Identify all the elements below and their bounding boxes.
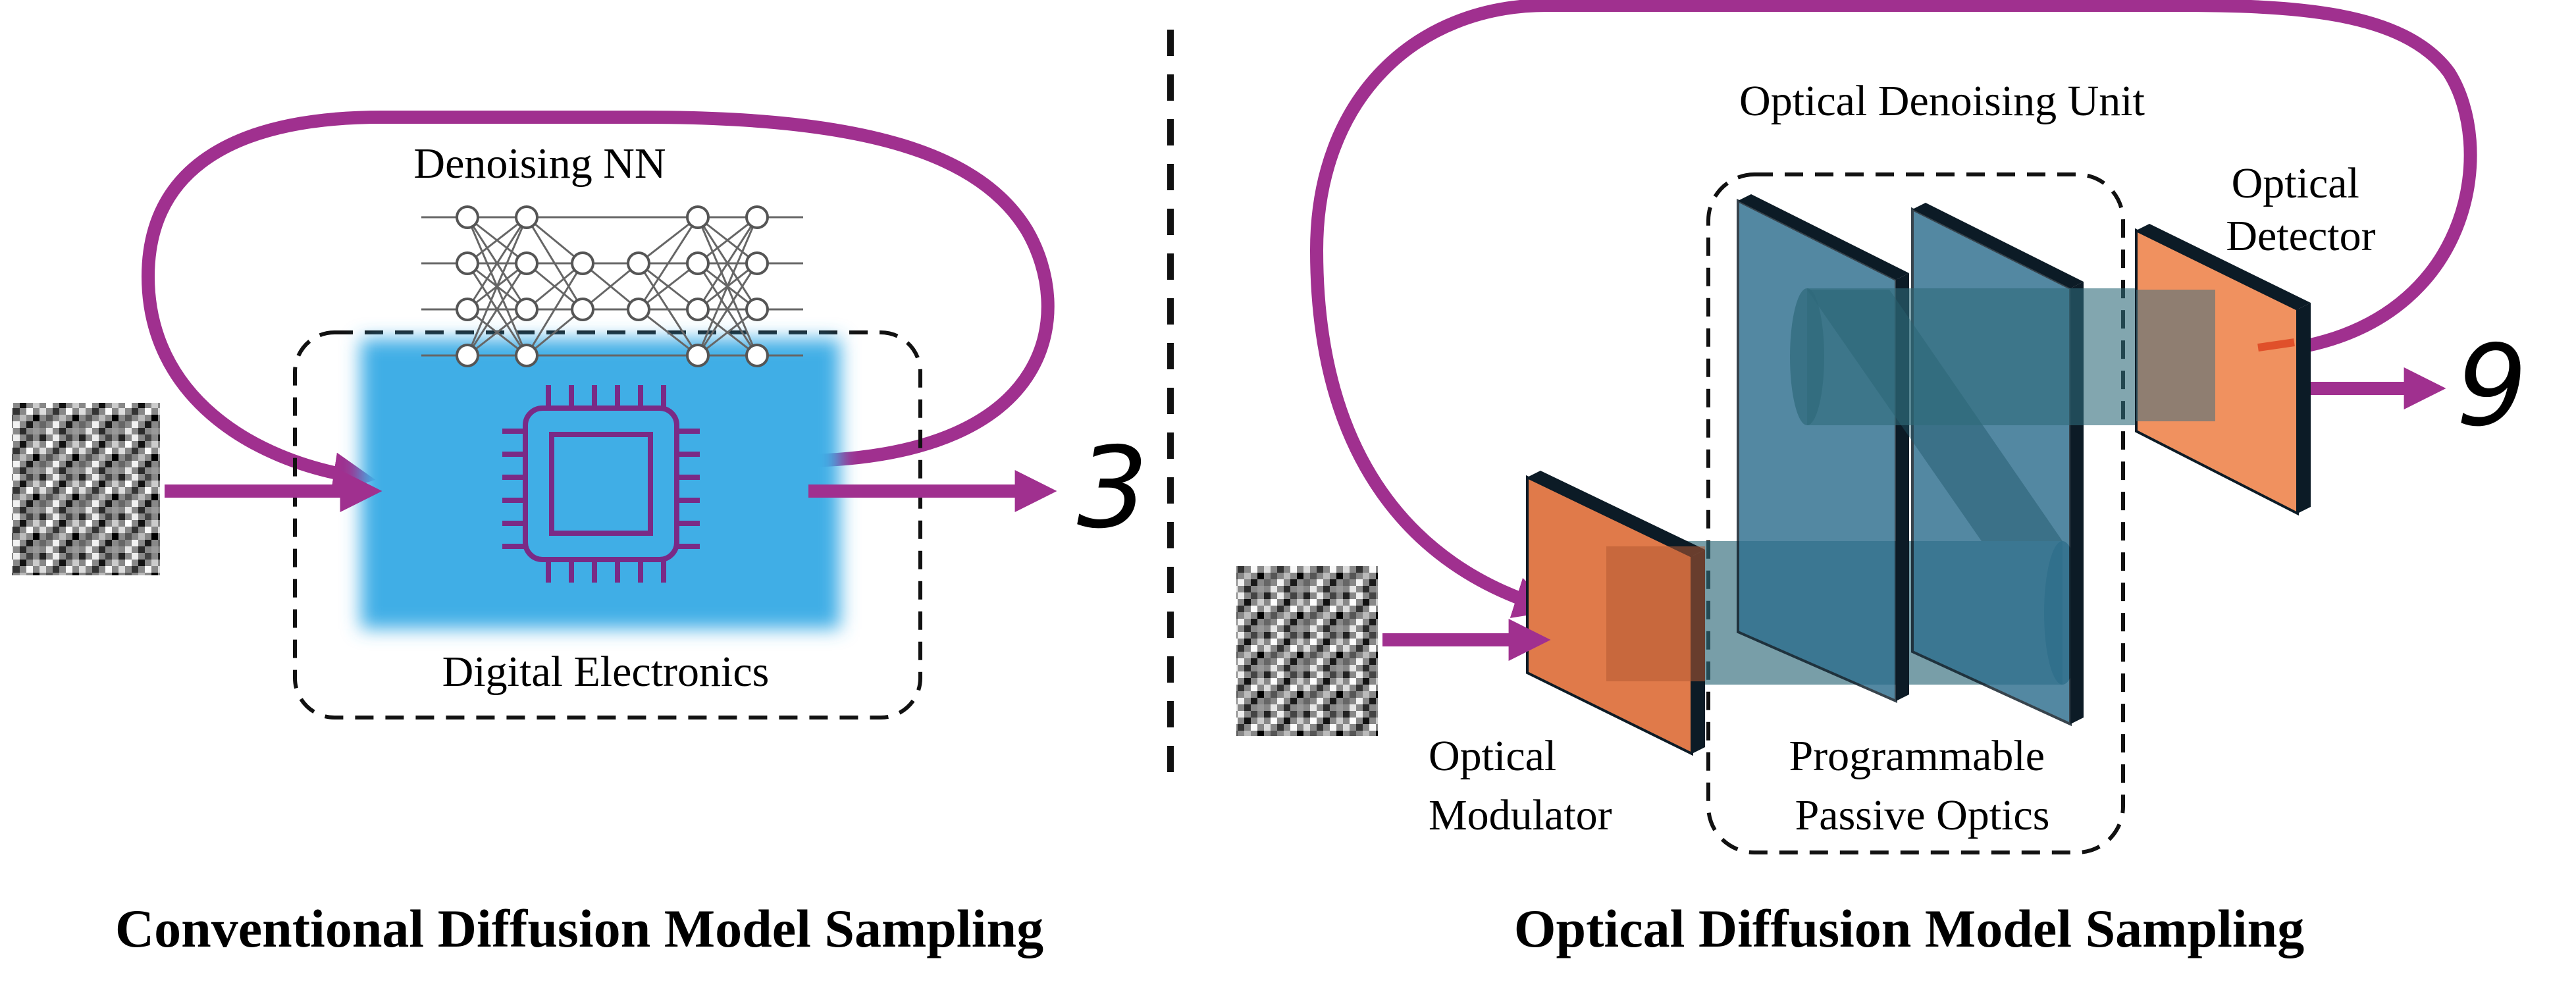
- right-noise-input-image: [1236, 566, 1378, 736]
- processor-chip-icon: [502, 385, 700, 583]
- nn-node: [456, 344, 479, 367]
- nn-node: [745, 251, 769, 275]
- nn-node: [745, 344, 769, 367]
- optical-denoising-unit-box: [1706, 172, 2125, 854]
- neural-network-nodes: [456, 205, 769, 367]
- right-feedback-loop: [1309, 0, 2477, 618]
- lower-beam-inner: [1606, 546, 1705, 681]
- left-noise-input-image: [12, 403, 160, 575]
- nn-edge: [697, 217, 758, 356]
- left-dashed-box: [293, 330, 922, 719]
- nn-node: [745, 205, 769, 229]
- left-output-digit: 3: [1077, 423, 1148, 554]
- optical-detector-plate: [2135, 224, 2311, 516]
- nn-edge: [637, 217, 699, 310]
- nn-node: [515, 251, 539, 275]
- neural-network-icon: [421, 216, 803, 357]
- right-panel-caption: Optical Diffusion Model Sampling: [1514, 899, 2305, 958]
- nn-edge: [638, 262, 698, 311]
- nn-edge: [467, 216, 527, 265]
- nn-edge: [526, 308, 583, 357]
- optical-modulator-label: Optical Modulator: [1429, 732, 1612, 839]
- nn-node: [745, 298, 769, 321]
- right-panel: 9 Optical Denoising Unit Optical Detecto…: [1236, 0, 2527, 958]
- nn-edge: [466, 263, 528, 356]
- nn-edge: [526, 262, 583, 311]
- left-feedback-loop: [141, 111, 1055, 494]
- right-output-digit: 9: [2456, 321, 2527, 452]
- nn-edge: [525, 263, 584, 356]
- nn-edge: [466, 217, 528, 356]
- nn-node: [686, 344, 710, 367]
- nn-node: [515, 205, 539, 229]
- denoising-nn-label: Denoising NN: [413, 140, 666, 188]
- digital-electronics-block: [361, 339, 840, 629]
- detector-line-2: Detector: [2226, 212, 2375, 260]
- nn-node: [456, 298, 479, 321]
- nn-edge: [526, 216, 583, 265]
- optical-detector-label: Optical Detector: [2226, 159, 2375, 260]
- nn-node: [627, 251, 650, 275]
- nn-node: [627, 298, 650, 321]
- nn-node: [515, 344, 539, 367]
- nn-edge: [638, 308, 698, 357]
- nn-node: [571, 251, 594, 275]
- digital-electronics-label: Digital Electronics: [442, 648, 770, 696]
- nn-node: [456, 205, 479, 229]
- nn-edge: [697, 308, 758, 357]
- left-panel: Denoising NN Digital Electronics 3 Conve…: [12, 111, 1148, 958]
- nn-node: [686, 251, 710, 275]
- nn-edge: [466, 217, 528, 310]
- passive-optics-label: Programmable Passive Optics: [1789, 732, 2055, 839]
- modulator-line-2: Modulator: [1429, 791, 1612, 839]
- nn-edge: [582, 262, 639, 311]
- nn-edge: [467, 308, 527, 357]
- optical-denoising-unit-label: Optical Denoising Unit: [1739, 77, 2145, 125]
- nn-node: [456, 251, 479, 275]
- detector-line-1: Optical: [2232, 159, 2359, 207]
- modulator-line-1: Optical: [1429, 732, 1556, 780]
- nn-edge: [697, 216, 758, 265]
- nn-edge: [697, 263, 758, 356]
- nn-edge: [697, 217, 758, 310]
- optic-plate-1: [1737, 194, 1909, 704]
- nn-node: [515, 298, 539, 321]
- nn-edge: [638, 216, 698, 265]
- nn-node: [571, 298, 594, 321]
- nn-node: [686, 205, 710, 229]
- left-panel-caption: Conventional Diffusion Model Sampling: [115, 899, 1043, 958]
- optics-line-1: Programmable: [1789, 732, 2045, 780]
- optics-line-2: Passive Optics: [1795, 791, 2050, 839]
- nn-node: [686, 298, 710, 321]
